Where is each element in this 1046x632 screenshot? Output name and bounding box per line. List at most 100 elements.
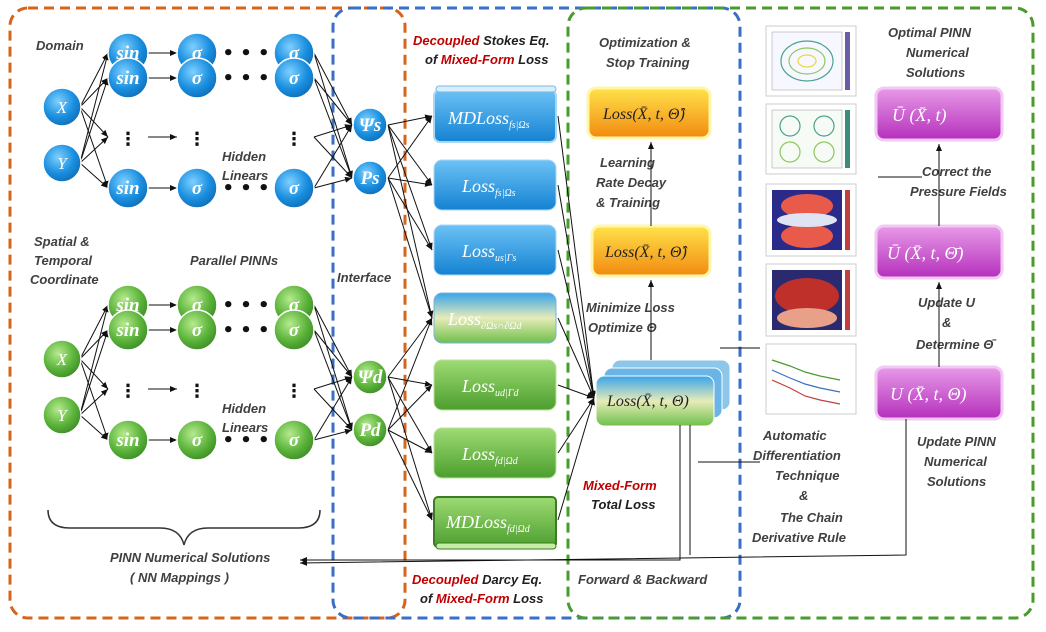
svg-text:Pd: Pd [358, 420, 381, 441]
update-pinn-label-3: Solutions [927, 474, 986, 489]
mixed-form-label: Mixed-Form [583, 478, 657, 493]
optimization-label-1: Optimization & [599, 35, 691, 50]
loss-box-fs: Lossfs|Ωs [433, 159, 557, 211]
darcy-input-y: Y [42, 395, 82, 435]
learning-rate-label-3: & Training [596, 195, 660, 210]
svg-text:σ: σ [289, 43, 300, 64]
stokes-output-psi: Ψs [352, 107, 388, 143]
darcy-sigma-node: σ [176, 419, 218, 461]
loss-interface-text: Loss∂Ωs∩∂Ωd [447, 309, 522, 332]
mdloss-darcy-text: MDLossfd|Ωd [445, 512, 531, 535]
stokes-input-x: X [42, 87, 82, 127]
svg-text:σ: σ [192, 320, 203, 341]
stokes-output-p: Ps [352, 160, 388, 196]
svg-text:σ: σ [192, 43, 203, 64]
opt-box-mid: Loss(X̄, t, Θ̂) [590, 224, 712, 278]
hidden-linears-top-1: Hidden [222, 149, 266, 164]
svg-text:σ: σ [192, 178, 203, 199]
svg-text:σ: σ [192, 295, 203, 316]
loss-box-ud: Lossud|Γd [433, 359, 557, 411]
svg-text:sin: sin [115, 320, 139, 341]
stokes-sigma-node: σ [273, 167, 315, 209]
thumbnail-loss-curves [765, 343, 857, 415]
solutions-brace [47, 509, 321, 546]
optimal-pinn-label-3: Solutions [906, 65, 965, 80]
darcy-sigma-node: σ [176, 309, 218, 351]
interface-label: Interface [337, 270, 391, 285]
stokes-sigma-node: σ [176, 57, 218, 99]
stokes-title-1: Decoupled Stokes Eq. [413, 33, 550, 48]
parallel-pinns-label: Parallel PINNs [190, 253, 278, 268]
output-box-corrected: Ū (X̄, t, Θ̄) [874, 224, 1004, 280]
minimize-label-2: Optimize Θ [588, 320, 657, 335]
output-box-optimal: Ū (X̄, t) [874, 86, 1004, 142]
darcy-sin-node: sin [107, 309, 149, 351]
spatial-label-1: Spatial & [34, 234, 90, 249]
stokes-vdots-1: ⋮ [119, 129, 137, 150]
autodiff-label-2: Differentiation [753, 448, 841, 463]
svg-text:Ps: Ps [360, 168, 380, 189]
blue-region [331, 6, 742, 620]
determine-label: Determine Θ̄ [916, 337, 997, 352]
optimization-label-2: Stop Training [606, 55, 690, 70]
stokes-sigma-node: σ [273, 57, 315, 99]
opt-box-total: Loss(X̄, t, Θ) [595, 359, 731, 427]
stokes-ellipsis: • • • [222, 178, 269, 199]
output-optimal-text: Ū (X̄, t) [892, 105, 946, 126]
pinn-solutions-label-1: PINN Numerical Solutions [110, 550, 270, 565]
darcy-output-psi: Ψd [352, 359, 388, 395]
darcy-vdots-2: ⋮ [188, 381, 206, 402]
svg-text:sin: sin [115, 68, 139, 89]
svg-text:σ: σ [192, 68, 203, 89]
loss-box-interface: Loss∂Ωs∩∂Ωd [433, 292, 557, 344]
domain-label: Domain [36, 38, 84, 53]
svg-text:σ: σ [289, 295, 300, 316]
learning-rate-label-2: Rate Decay [596, 175, 667, 190]
opt-box-top: Loss(X̄, t, Θ̂) [586, 86, 712, 140]
svg-text:X: X [56, 98, 68, 117]
darcy-vdots-1: ⋮ [119, 381, 137, 402]
output-box-update: U (X̄, t, Θ) [874, 365, 1004, 421]
thumbnail-heatmap-2 [765, 263, 857, 337]
update-pinn-label-1: Update PINN [917, 434, 996, 449]
svg-text:σ: σ [192, 430, 203, 451]
autodiff-label-6: Derivative Rule [752, 530, 846, 545]
pinn-solutions-label-2: ( NN Mappings ) [130, 570, 229, 585]
svg-text:sin: sin [115, 178, 139, 199]
correct-pressure-label-2: Pressure Fields [910, 184, 1007, 199]
svg-text:σ: σ [289, 430, 300, 451]
autodiff-label-5: The Chain [780, 510, 843, 525]
loss-box-mdloss-darcy: MDLossfd|Ωd [433, 496, 557, 550]
loss-us-text: Lossus|Γs [461, 241, 516, 264]
stokes-sin-node: sin [107, 167, 149, 209]
svg-text:X: X [56, 350, 68, 369]
hidden-linears-bottom-2: Linears [222, 420, 268, 435]
svg-text:sin: sin [115, 430, 139, 451]
darcy-sigma-node: σ [273, 419, 315, 461]
svg-text:σ: σ [289, 178, 300, 199]
minimize-label-1: Minimize Loss [586, 300, 675, 315]
thumbnail-contour-1 [765, 25, 857, 97]
thumbnail-contour-2 [765, 103, 857, 175]
loss-fs-text: Lossfs|Ωs [461, 176, 516, 199]
svg-text:Ψs: Ψs [359, 115, 382, 136]
loss-box-fd: Lossfd|Ωd [433, 427, 557, 479]
stokes-vdots-3: ⋮ [285, 129, 303, 150]
darcy-ellipsis: • • • [222, 295, 269, 316]
loss-box-mdloss-stokes: MDLossfs|Ωs [433, 85, 557, 143]
stokes-vdots-2: ⋮ [188, 129, 206, 150]
svg-text:σ: σ [289, 320, 300, 341]
darcy-sin-node: sin [107, 419, 149, 461]
correct-pressure-label-1: Correct the [922, 164, 991, 179]
darcy-ellipsis: • • • [222, 430, 269, 451]
autodiff-label-4: & [799, 488, 808, 503]
update-pinn-label-2: Numerical [924, 454, 987, 469]
optimal-pinn-label-1: Optimal PINN [888, 25, 972, 40]
spatial-label-2: Temporal [34, 253, 92, 268]
loss-ud-text: Lossud|Γd [461, 376, 519, 399]
orange-region [8, 6, 407, 620]
autodiff-label-3: Technique [775, 468, 840, 483]
stokes-title-2: of Mixed-Form Loss [425, 52, 549, 67]
darcy-vdots-3: ⋮ [285, 381, 303, 402]
